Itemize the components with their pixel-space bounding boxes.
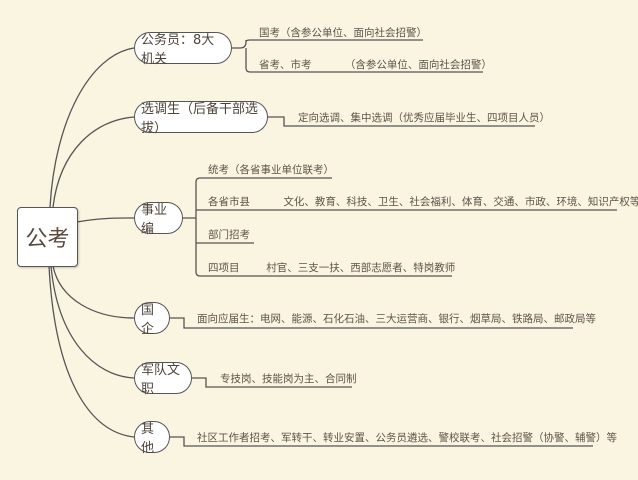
leaf-sixiangmu[interactable]: 四项目 村官、三支一扶、西部志愿者、特岗教师 <box>208 262 456 274</box>
leaf-junduiwenzhi[interactable]: 专技岗、技能岗为主、合同制 <box>220 373 357 385</box>
link-junduiwenzhi <box>50 265 135 379</box>
branch-shiyebian[interactable]: 事业编 <box>134 202 183 237</box>
link-shiye <box>76 217 135 223</box>
branch-junduiwenzhi[interactable]: 军队文职 <box>134 362 192 397</box>
leaf-xuandiao[interactable]: 定向选调、集中选调（优秀应届毕业生、四项目人员） <box>298 112 550 124</box>
branch-guoqi[interactable]: 国企 <box>134 302 170 337</box>
leaf-geshengshixian[interactable]: 各省市县 文化、教育、科技、卫生、社会福利、体育、交通、市政、环境、知识产权等 <box>208 196 638 208</box>
leaf-bumenzhaokao[interactable]: 部门招考 <box>208 229 250 241</box>
link-xuandiao <box>52 116 135 208</box>
leaf-shengkao[interactable]: 省考、市考 （含参公单位、面向社会招警） <box>259 59 492 71</box>
leaf-tongkao[interactable]: 统考（各省事业单位联考） <box>208 164 334 176</box>
branch-gongwuyuan[interactable]: 公务员：8大机关 <box>134 32 232 67</box>
link-guoqi <box>52 265 135 319</box>
link-gongwuyuan <box>49 47 135 208</box>
root-node[interactable]: 公考 <box>17 207 78 267</box>
branch-qita[interactable]: 其他 <box>134 421 170 456</box>
link-qita <box>48 265 135 438</box>
leaf-guoqi[interactable]: 面向应届生：电网、能源、石化石油、三大运营商、银行、烟草局、铁路局、邮政局等 <box>197 313 596 325</box>
leaf-guokao[interactable]: 国考（含参公单位、面向社会招警） <box>259 27 427 39</box>
leaf-qita[interactable]: 社区工作者招考、军转干、转业安置、公务员遴选、警校联考、社会招警（协警、辅警）等 <box>197 432 617 444</box>
branch-xuandiaosheng[interactable]: 选调生（后备干部选拔） <box>134 101 268 136</box>
